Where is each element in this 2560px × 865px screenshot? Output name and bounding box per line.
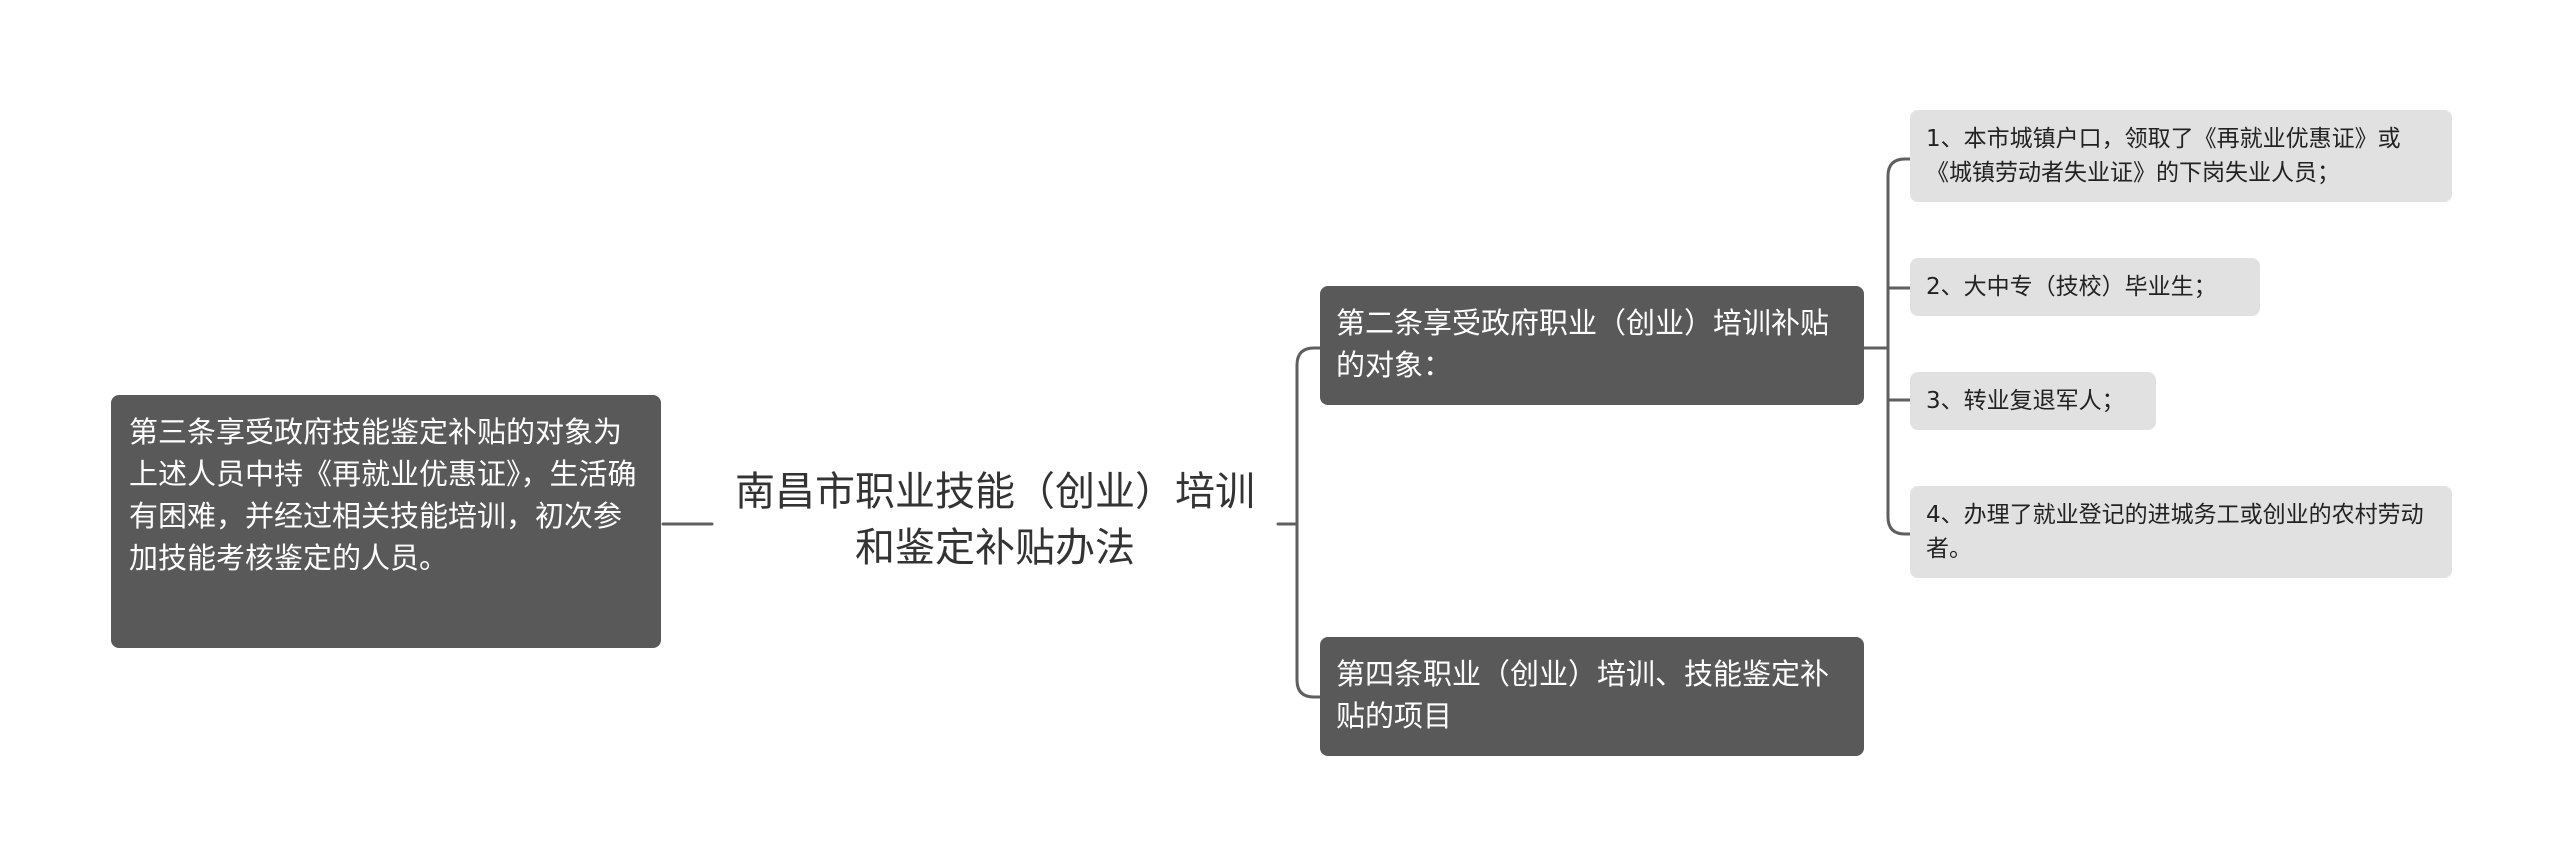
topic-article-4-text: 第四条职业（创业）培训、技能鉴定补贴的项目 bbox=[1336, 657, 1830, 733]
connector-topic-2 bbox=[1295, 346, 1322, 367]
connector-topic-4 bbox=[1295, 678, 1322, 699]
connector-child-4 bbox=[1886, 515, 1912, 536]
connector-child-1 bbox=[1886, 157, 1912, 178]
root-topic-text: 南昌市职业技能（创业）培训和鉴定补贴办法 bbox=[735, 469, 1255, 571]
subtopic-item-3-text: 3、转业复退军人； bbox=[1926, 388, 2125, 414]
left-topic-text: 第三条享受政府技能鉴定补贴的对象为上述人员中持《再就业优惠证》，生活确有困难，并… bbox=[129, 415, 637, 575]
left-topic-article-3[interactable]: 第三条享受政府技能鉴定补贴的对象为上述人员中持《再就业优惠证》，生活确有困难，并… bbox=[111, 395, 661, 648]
topic-article-2-text: 第二条享受政府职业（创业）培训补贴的对象： bbox=[1336, 306, 1830, 382]
subtopic-item-2[interactable]: 2、大中专（技校）毕业生； bbox=[1910, 258, 2260, 316]
subtopic-item-1[interactable]: 1、本市城镇户口，领取了《再就业优惠证》或《城镇劳动者失业证》的下岗失业人员； bbox=[1910, 110, 2452, 202]
subtopic-item-1-text: 1、本市城镇户口，领取了《再就业优惠证》或《城镇劳动者失业证》的下岗失业人员； bbox=[1926, 126, 2401, 186]
subtopic-item-3[interactable]: 3、转业复退军人； bbox=[1910, 372, 2156, 430]
subtopic-item-4[interactable]: 4、办理了就业登记的进城务工或创业的农村劳动者。 bbox=[1910, 486, 2452, 578]
topic-article-2[interactable]: 第二条享受政府职业（创业）培训补贴的对象： bbox=[1320, 286, 1864, 405]
root-topic[interactable]: 南昌市职业技能（创业）培训和鉴定补贴办法 bbox=[730, 464, 1260, 576]
subtopic-item-4-text: 4、办理了就业登记的进城务工或创业的农村劳动者。 bbox=[1926, 502, 2424, 562]
topic-article-4[interactable]: 第四条职业（创业）培训、技能鉴定补贴的项目 bbox=[1320, 637, 1864, 756]
subtopic-item-2-text: 2、大中专（技校）毕业生； bbox=[1926, 274, 2217, 300]
